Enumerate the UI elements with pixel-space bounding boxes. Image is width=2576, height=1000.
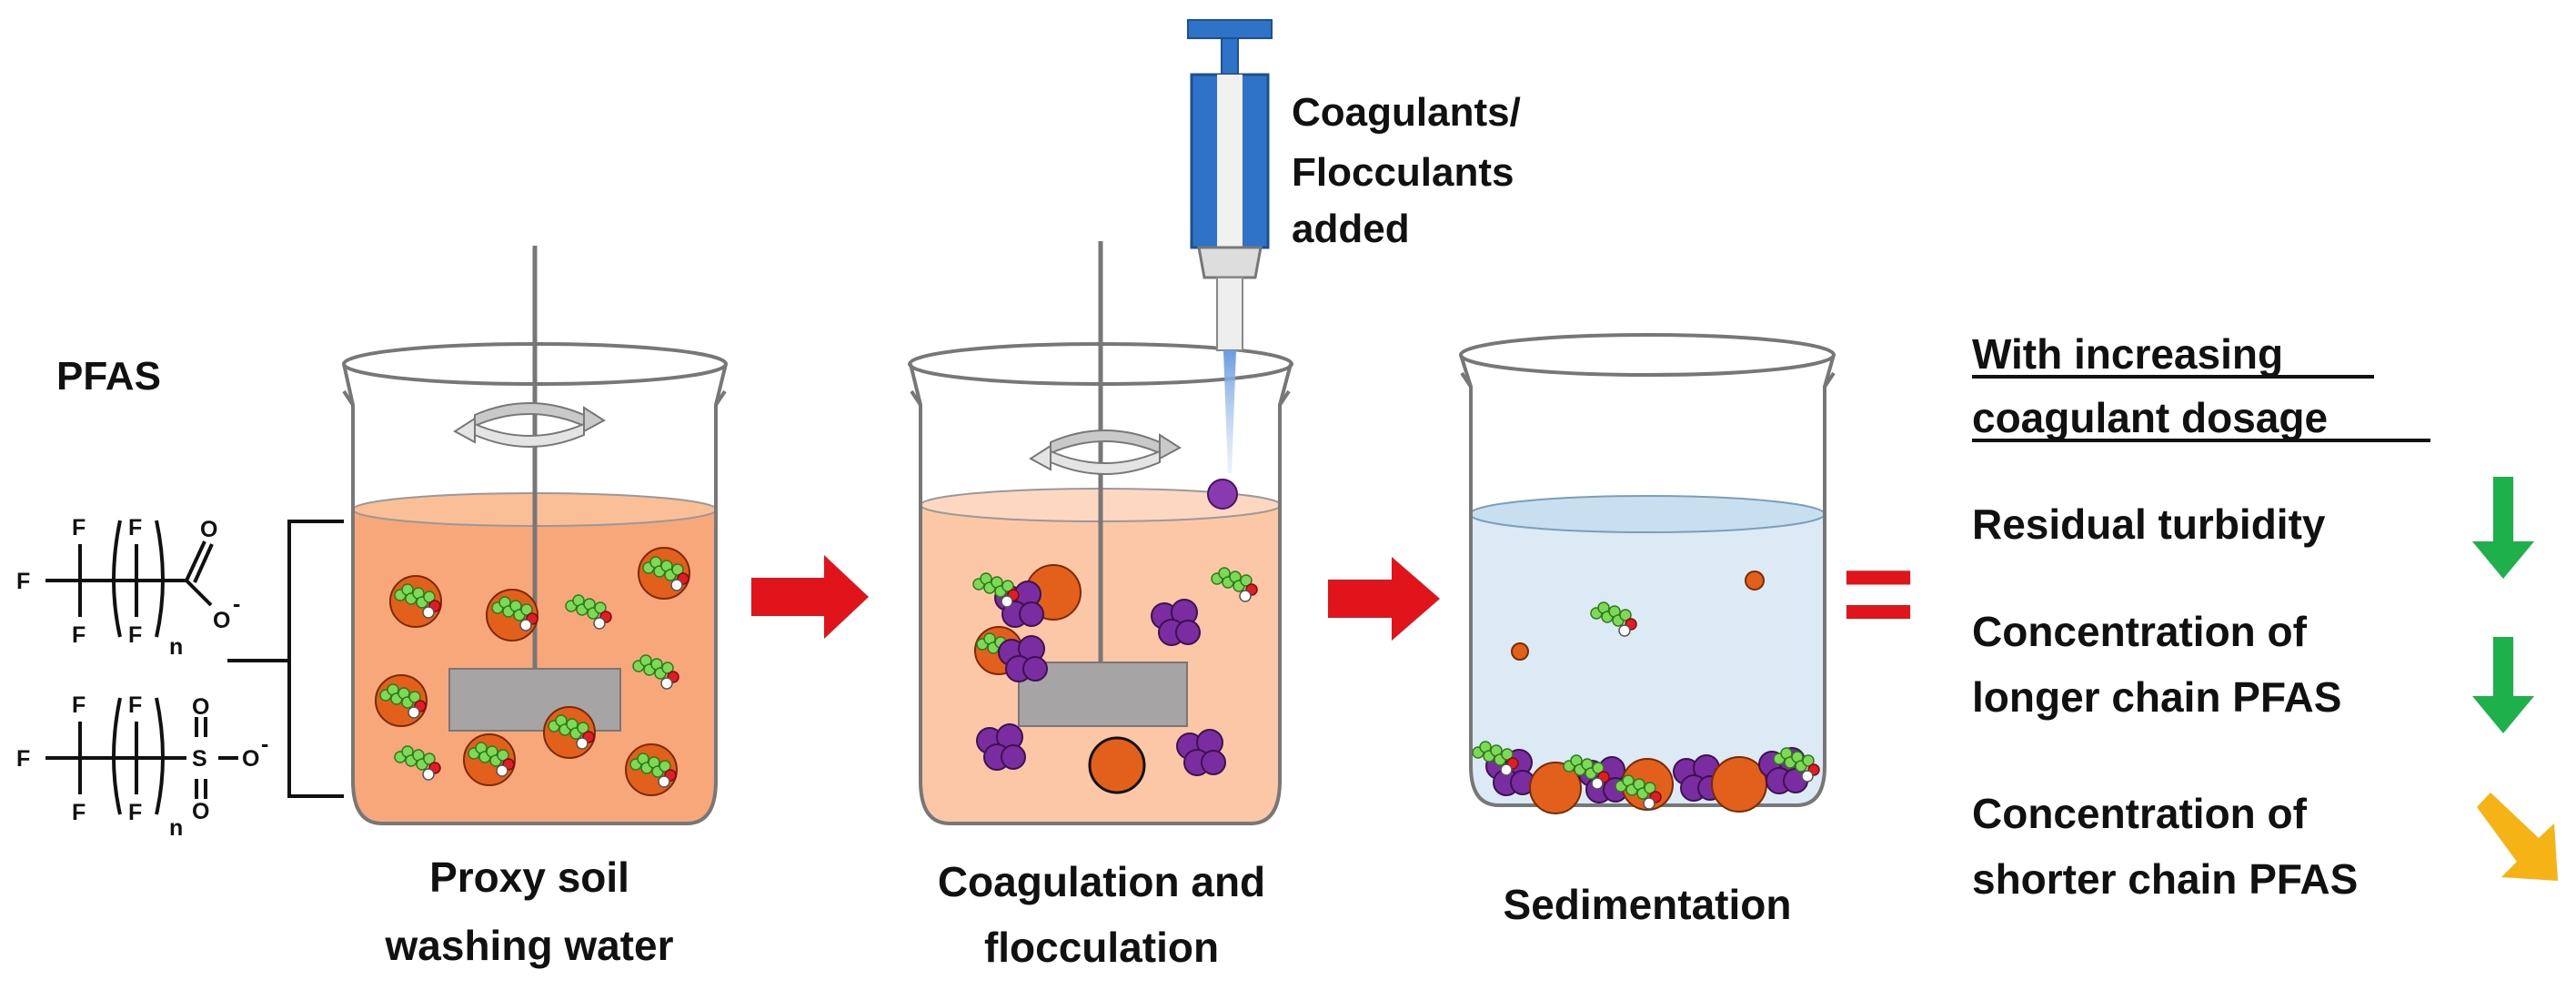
pfas-charge: - (233, 591, 240, 617)
results-panel: With increasing coagulant dosage Residua… (1972, 330, 2558, 903)
step-label: Proxy soil (429, 854, 629, 901)
rotation-arrow-icon (1030, 429, 1181, 475)
pfas-subscript-n: n (169, 634, 183, 660)
pfas-o-label: O (200, 517, 217, 542)
clear-water (1471, 514, 1825, 805)
beaker-coagulation (908, 241, 1293, 825)
rotation-arrow-icon (454, 402, 605, 448)
pfas-o-label: O (192, 694, 209, 720)
pfas-sulfonate-structure (45, 697, 238, 815)
pfas-f-label: F (16, 746, 30, 772)
pfas-f-label: F (128, 692, 142, 718)
equals-sign: = (1841, 521, 1916, 664)
process-arrow-icon (1328, 557, 1440, 641)
pfas-f-label: F (72, 622, 86, 648)
step-label: washing water (385, 922, 674, 969)
arrow-down-icon (2472, 637, 2534, 733)
pfas-bracket (287, 520, 344, 798)
result-item-label: Concentration of (1972, 608, 2308, 655)
pfas-f-label: F (72, 692, 86, 718)
soil-particle (375, 547, 690, 796)
step-label: Coagulation and (938, 858, 1265, 905)
step-label: Sedimentation (1504, 881, 1792, 928)
stirrer-paddle (448, 668, 621, 732)
beaker-sedimentation (1459, 333, 1836, 814)
sediment-layer (1472, 741, 1820, 814)
injector-label: added (1292, 207, 1410, 251)
injector-label: Flocculants (1292, 150, 1514, 195)
pfas-s-label: S (192, 746, 207, 772)
pfas-f-label: F (128, 800, 142, 825)
result-item-label: longer chain PFAS (1972, 673, 2341, 721)
process-arrow-icon (751, 555, 869, 639)
arrow-diagonal-down-icon (2477, 793, 2558, 881)
beaker-proxy-soil (342, 246, 728, 825)
pfas-carboxylate-structure (45, 520, 214, 638)
result-item-label: Concentration of (1972, 790, 2308, 837)
step-label: flocculation (984, 924, 1219, 971)
pfas-structures: PFAS F F F F F n O O - (16, 354, 344, 841)
results-heading: With increasing (1972, 330, 2283, 378)
pfas-f-label: F (16, 569, 30, 594)
floc-cluster (972, 564, 1258, 794)
pfas-charge: - (261, 732, 268, 757)
pfas-f-label: F (128, 515, 142, 540)
pfas-f-label: F (128, 622, 142, 648)
result-item-label: shorter chain PFAS (1972, 855, 2358, 903)
result-item-label: Residual turbidity (1972, 500, 2326, 548)
arrow-down-icon (2472, 477, 2534, 579)
pfas-f-label: F (72, 800, 86, 825)
pfas-subscript-n: n (169, 815, 183, 841)
pfas-o-label: O (213, 608, 230, 633)
pfas-title: PFAS (56, 354, 161, 399)
pfas-f-label: F (72, 515, 86, 540)
syringe-icon (1187, 19, 1273, 473)
results-heading: coagulant dosage (1972, 394, 2328, 441)
pfas-o-label: O (242, 746, 259, 772)
pfas-o-label: O (192, 799, 209, 824)
coagulant-droplet (1207, 479, 1238, 510)
injector-label: Coagulants/ (1292, 90, 1521, 135)
